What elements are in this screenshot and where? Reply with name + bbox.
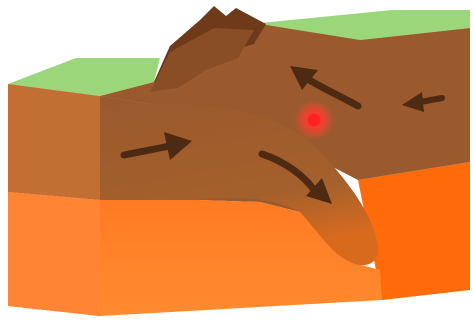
crust-front-face bbox=[8, 84, 100, 200]
mantle-left-front bbox=[8, 192, 100, 316]
earthquake-core bbox=[308, 114, 320, 126]
